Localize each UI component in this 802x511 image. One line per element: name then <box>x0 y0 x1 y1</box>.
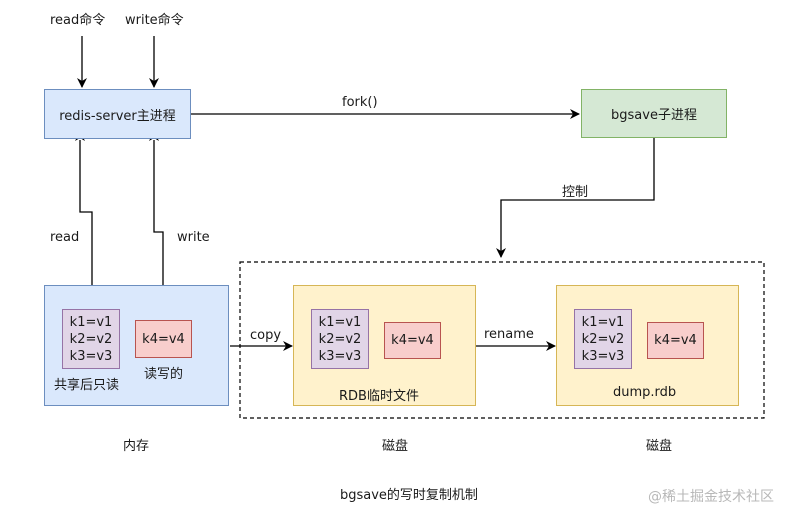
memory-section-label: 内存 <box>123 439 150 454</box>
disk-container <box>239 261 765 419</box>
diagram-caption: bgsave的写时复制机制 <box>340 488 478 503</box>
main-process-node: redis-server主进程 <box>44 89 191 139</box>
copy-label: copy <box>250 328 282 343</box>
rdb-key-2: k2=v2 <box>318 331 362 347</box>
control-arrow <box>496 138 655 258</box>
fork-label: fork() <box>342 95 378 110</box>
rdb-key-1: k1=v1 <box>318 314 362 330</box>
write-label: write <box>177 230 210 245</box>
main-process-label: redis-server主进程 <box>59 108 176 124</box>
child-process-label: bgsave子进程 <box>611 108 697 123</box>
dump-key-1: k1=v1 <box>581 314 625 330</box>
dump-label: dump.rdb <box>613 385 677 400</box>
dump-shared-keys: k1=v1 k2=v2 k3=v3 <box>574 309 632 369</box>
rdb-written-key: k4=v4 <box>384 322 441 359</box>
dump-key-3: k3=v3 <box>581 348 625 364</box>
dump-key-4: k4=v4 <box>654 333 697 348</box>
control-label: 控制 <box>562 185 589 200</box>
memory-key-2: k2=v2 <box>69 331 113 347</box>
write-command-label: write命令 <box>125 13 184 28</box>
dump-written-key: k4=v4 <box>647 322 704 359</box>
read-arrow <box>75 131 97 308</box>
memory-shared-caption: 共享后只读 <box>54 378 120 393</box>
rdb-key-4: k4=v4 <box>391 333 434 348</box>
memory-written-key: k4=v4 <box>135 320 192 358</box>
rename-label: rename <box>484 327 534 342</box>
memory-shared-keys: k1=v1 k2=v2 k3=v3 <box>62 309 120 369</box>
child-process-node: bgsave子进程 <box>581 89 727 138</box>
memory-key-3: k3=v3 <box>69 348 113 364</box>
rdb-shared-keys: k1=v1 k2=v2 k3=v3 <box>311 309 369 369</box>
read-label: read <box>50 230 80 245</box>
rdb-temp-label: RDB临时文件 <box>339 389 419 404</box>
read-command-label: read命令 <box>50 13 106 28</box>
disk-section-label-1: 磁盘 <box>382 439 409 454</box>
memory-key-1: k1=v1 <box>69 314 113 330</box>
memory-key-4: k4=v4 <box>142 331 185 347</box>
watermark: @稀土掘金技术社区 <box>648 489 774 505</box>
rdb-key-3: k3=v3 <box>318 348 362 364</box>
memory-written-caption: 读写的 <box>144 367 184 382</box>
dump-key-2: k2=v2 <box>581 331 625 347</box>
disk-section-label-2: 磁盘 <box>646 439 673 454</box>
write-arrow <box>149 131 168 319</box>
